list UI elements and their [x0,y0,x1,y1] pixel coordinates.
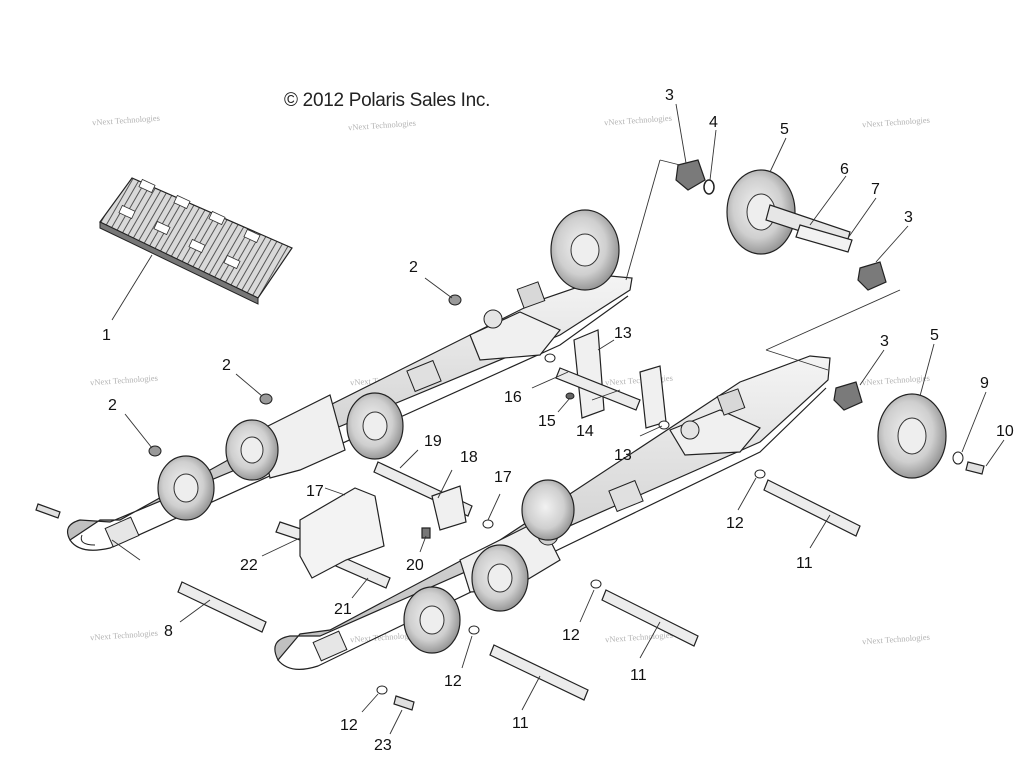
lower-wheel-set [833,381,985,479]
callout-14: 14 [576,423,594,440]
upper-wheel-set [675,159,887,291]
callout-11: 11 [512,715,529,732]
callout-5: 5 [930,327,939,344]
callout-7: 7 [871,181,880,198]
callout-11: 11 [630,667,647,684]
callout-3: 3 [665,87,674,104]
callout-16: 16 [504,389,522,406]
callout-12: 12 [444,673,462,690]
callout-9: 9 [980,375,989,392]
callout-1: 1 [102,327,111,344]
callout-18: 18 [460,449,478,466]
callout-21: 21 [334,601,352,618]
callout-23: 23 [374,737,392,754]
callout-17: 17 [494,469,512,486]
callout-10: 10 [996,423,1014,440]
callout-22: 22 [240,557,258,574]
callout-3: 3 [904,209,913,226]
callout-11: 11 [796,555,813,572]
leader-lines [111,103,1005,735]
callout-3: 3 [880,333,889,350]
callout-12: 12 [726,515,744,532]
callout-4: 4 [709,114,718,131]
callout-12: 12 [562,627,580,644]
lower-rail-assembly [274,355,831,670]
callout-2: 2 [108,397,117,414]
callout-labels: 1 2 2 2 3 3 3 4 5 5 6 7 8 9 10 11 11 11 … [102,87,1014,754]
callout-2: 2 [409,259,418,276]
callout-13: 13 [614,447,632,464]
track-belt [99,177,293,305]
callout-8: 8 [164,623,173,640]
copyright-notice: © 2012 Polaris Sales Inc. [284,90,491,111]
callout-15: 15 [538,413,556,430]
upper-rail-assembly [67,209,633,551]
callout-6: 6 [840,161,849,178]
callout-2: 2 [222,357,231,374]
callout-19: 19 [424,433,442,450]
callout-5: 5 [780,121,789,138]
callout-13: 13 [614,325,632,342]
callout-12: 12 [340,717,358,734]
hardware [35,294,861,711]
callout-20: 20 [406,557,424,574]
callout-17: 17 [306,483,324,500]
